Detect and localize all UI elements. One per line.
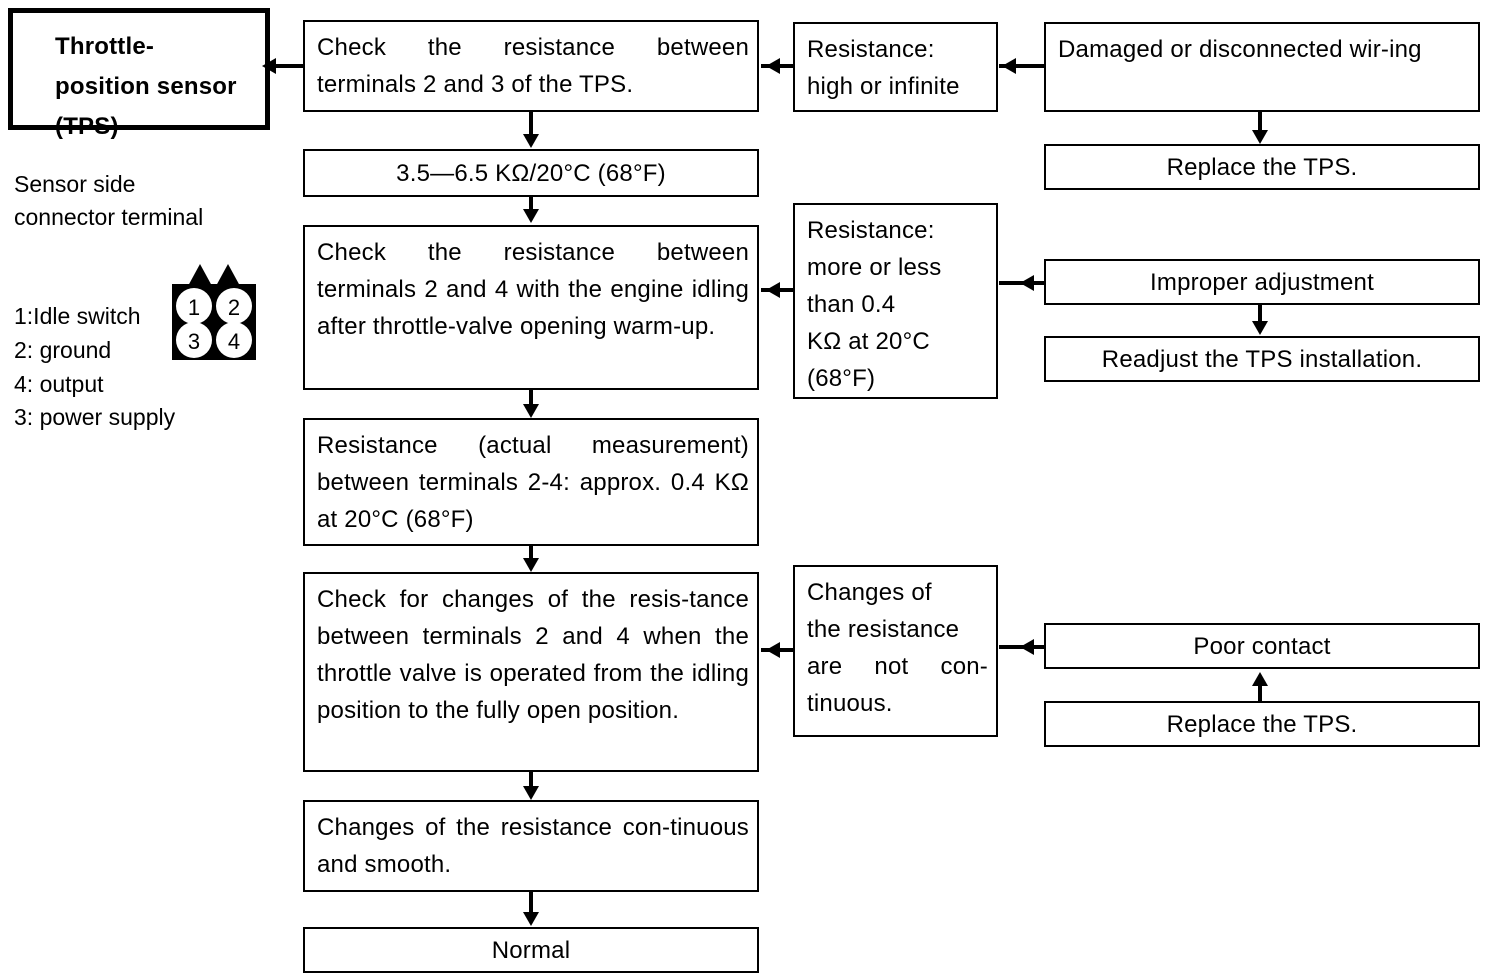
fault-not-continuous-label: Changes of the resistance are not con-ti… (807, 579, 988, 717)
legend-terminal-3: 3: power supply (14, 404, 176, 430)
remedy-replace-tps-2: Replace the TPS. (1044, 701, 1480, 747)
legend-heading: Sensor side connector terminal (14, 171, 204, 230)
step-changes-smooth: Changes of the resistance con-tinuous an… (303, 800, 759, 892)
cause-poor-contact-label: Poor contact (1193, 633, 1331, 660)
step-check-changes: Check for changes of the resis-tance bet… (303, 572, 759, 772)
connector-line-4-5 (529, 546, 533, 560)
fault-resistance-0-4-label: Resistance: more or less than 0.4 KΩ at … (807, 217, 942, 392)
step-normal: Normal (303, 927, 759, 973)
arrow-left-step1-fault (766, 58, 780, 74)
connector-pin-1: 1 (188, 295, 200, 320)
step-check-changes-label: Check for changes of the resis-tance bet… (317, 586, 756, 724)
fault-high-resistance-label: Resistance: high or infinite (807, 36, 960, 100)
legend-terminal-2: 2: ground (14, 337, 112, 363)
step-check-2-3-label: Check the resistance between terminals 2… (317, 34, 756, 98)
fault-resistance-0-4: Resistance: more or less than 0.4 KΩ at … (793, 203, 998, 399)
title-box-label: Throttle- position sensor (TPS) (55, 33, 237, 140)
step-spec-2-3: 3.5—6.5 KΩ/20°C (68°F) (303, 149, 759, 197)
connector-line-3-4 (529, 390, 533, 406)
cause-poor-contact: Poor contact (1044, 623, 1480, 669)
step-check-2-4: Check the resistance between terminals 2… (303, 225, 759, 390)
arrow-down-3-4 (523, 404, 539, 418)
connector-pin-2: 2 (228, 295, 240, 320)
connector-pin-3: 3 (188, 329, 200, 354)
fault-high-resistance: Resistance: high or infinite (793, 22, 998, 112)
arrow-up-replace-poor (1252, 672, 1268, 686)
arrow-left-fault-wiring (1002, 58, 1016, 74)
cause-damaged-wiring: Damaged or disconnected wir-ing (1044, 22, 1480, 112)
remedy-readjust-tps-label: Readjust the TPS installation. (1101, 346, 1423, 373)
remedy-readjust-tps: Readjust the TPS installation. (1044, 336, 1480, 382)
legend-terminal-4: 4: output (14, 371, 104, 397)
step-changes-smooth-label: Changes of the resistance con-tinuous an… (317, 814, 756, 878)
legend-terminal-1: 1:Idle switch (14, 303, 141, 329)
connector-line-wiring-replace (1258, 112, 1262, 132)
connector-pin-4: 4 (228, 329, 240, 354)
cause-improper-adjustment: Improper adjustment (1044, 259, 1480, 305)
arrow-down-wiring-replace (1252, 130, 1268, 144)
remedy-replace-tps-2-label: Replace the TPS. (1166, 711, 1358, 738)
remedy-replace-tps-1: Replace the TPS. (1044, 144, 1480, 190)
step-spec-2-3-label: 3.5—6.5 KΩ/20°C (68°F) (396, 160, 666, 187)
arrow-down-2-3 (523, 209, 539, 223)
connector-line-improper-readjust (1258, 305, 1262, 323)
cause-improper-adjustment-label: Improper adjustment (1150, 269, 1374, 296)
step-check-2-3: Check the resistance between terminals 2… (303, 20, 759, 112)
arrow-left-step5-fault (766, 642, 780, 658)
connector-line-2-3 (529, 197, 533, 211)
arrow-down-improper-readjust (1252, 321, 1268, 335)
connector-line-6-7 (529, 892, 533, 914)
step-check-2-4-label: Check the resistance between terminals 2… (317, 239, 756, 340)
step-normal-label: Normal (491, 937, 571, 964)
title-box-tps: Throttle- position sensor (TPS) (8, 8, 270, 140)
arrow-left-to-tps (262, 58, 276, 74)
arrow-left-step3-fault (766, 282, 780, 298)
fault-not-continuous: Changes of the resistance are not con-ti… (793, 565, 998, 737)
arrow-left-fault-poor (1020, 639, 1034, 655)
cause-damaged-wiring-label: Damaged or disconnected wir-ing (1058, 36, 1422, 63)
arrow-down-1-2 (523, 134, 539, 148)
connector-line-1-2 (529, 112, 533, 136)
arrow-down-6-7 (523, 912, 539, 926)
connector-line-replace-poor (1258, 683, 1262, 701)
arrow-left-fault-improper (1020, 275, 1034, 291)
connector-line-tps (274, 64, 305, 68)
step-actual-2-4: Resistance (actual measurement) between … (303, 418, 759, 546)
remedy-replace-tps-1-label: Replace the TPS. (1166, 154, 1358, 181)
connector-svg: 1 2 3 4 (172, 264, 256, 360)
step-actual-2-4-label: Resistance (actual measurement) between … (317, 432, 756, 533)
connector-pinout-graphic: 1 2 3 4 (166, 258, 262, 362)
connector-line-fault-wiring (999, 64, 1045, 68)
arrow-down-5-6 (523, 786, 539, 800)
arrow-down-4-5 (523, 558, 539, 572)
connector-line-5-6 (529, 772, 533, 788)
